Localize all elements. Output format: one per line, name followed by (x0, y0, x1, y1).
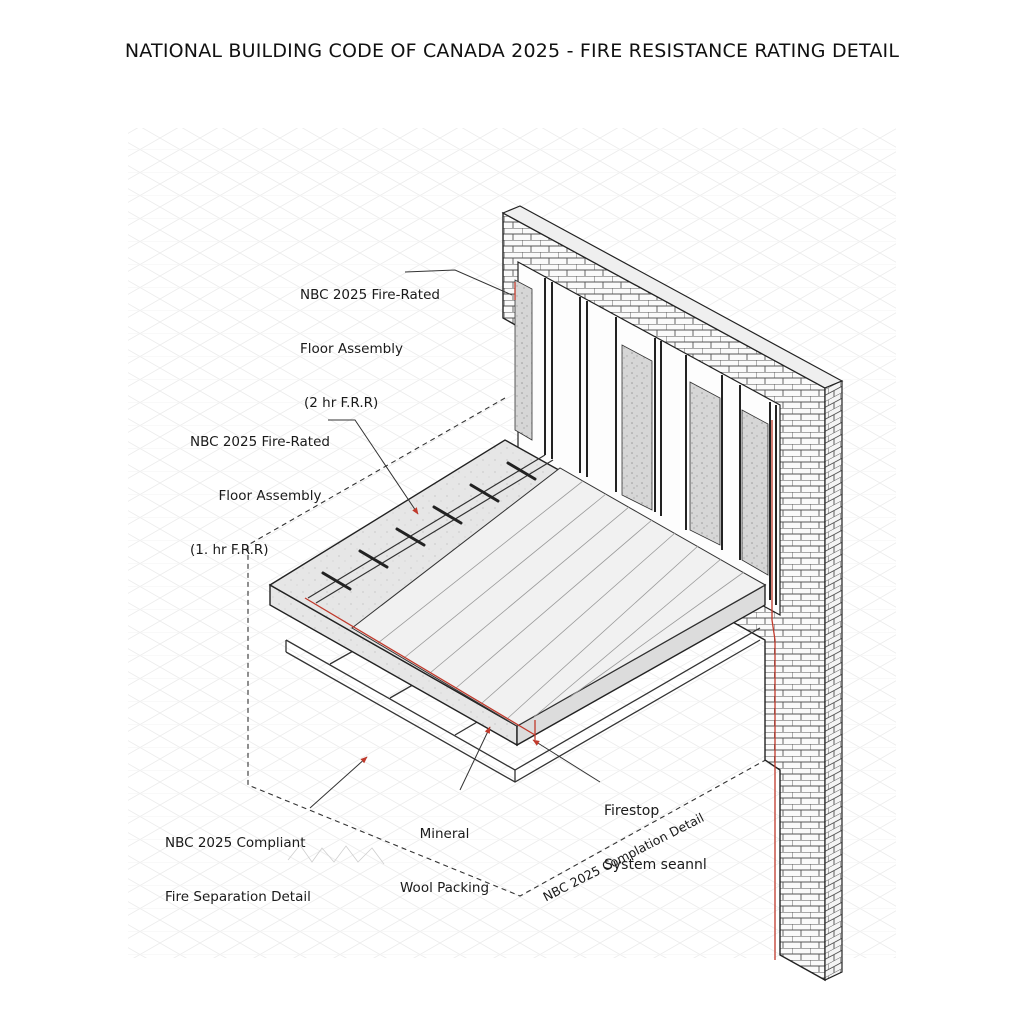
label-compliant-fire-separation: NBC 2025 Compliant Fire Separation Detai… (165, 835, 311, 905)
insulation-panel (514, 279, 533, 441)
fire-separation-dashed-outline (247, 397, 781, 897)
insulation-panel (621, 344, 653, 511)
flooring-board-lines (377, 480, 745, 719)
label-floor-assembly-2hr: NBC 2025 Fire-Rated Floor Assembly (2 hr… (300, 287, 440, 411)
slab-fasteners (321, 461, 537, 591)
wood-flooring (351, 467, 767, 727)
leader-firestop (532, 739, 601, 783)
brick-wall-side (824, 380, 843, 981)
label-floor-assembly-1hr: NBC 2025 Fire-Rated Floor Assembly (1. h… (190, 434, 330, 558)
leader-mineral-wool (459, 726, 491, 791)
leader-2hr (404, 269, 513, 296)
steel-studs (544, 278, 777, 605)
sketch-marks (287, 844, 385, 865)
insulation-panel (689, 381, 721, 546)
leader-compliant (309, 756, 368, 809)
insulation-panel (741, 409, 769, 576)
label-firestop-system: Firestop System seannl (604, 803, 707, 873)
label-mineral-wool-packing: Mineral Wool Packing (400, 826, 490, 896)
page-title: NATIONAL BUILDING CODE OF CANADA 2025 - … (124, 40, 900, 62)
fire-rating-red-lines (304, 282, 776, 960)
slab-joint-seam (315, 459, 554, 604)
leader-1hr (328, 419, 419, 515)
slab-joint-seam (307, 454, 546, 599)
